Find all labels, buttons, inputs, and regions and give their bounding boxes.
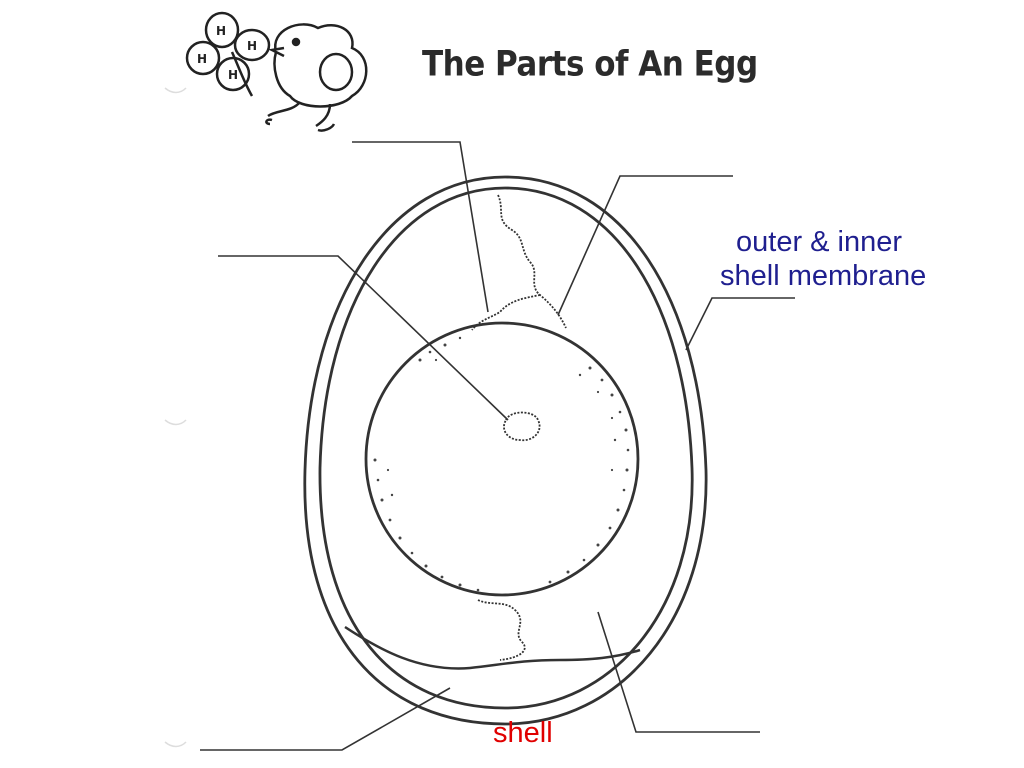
yolk xyxy=(364,321,640,597)
leader-line-chalaza xyxy=(352,141,489,313)
punch-marks xyxy=(164,87,187,748)
egg-outer-outline xyxy=(303,175,708,726)
egg-shell xyxy=(303,175,708,726)
leader-line-germinal-disc xyxy=(218,255,509,421)
membrane-label-line2: shell membrane xyxy=(720,260,927,292)
leader-lines xyxy=(200,141,795,751)
germinal-disc xyxy=(503,411,541,442)
chick-mascot-icon xyxy=(265,23,368,132)
shell-label: shell xyxy=(493,717,553,749)
clover-letter-1: H xyxy=(216,24,226,38)
page-title: The Parts of An Egg xyxy=(422,44,758,85)
clover-letter-4: H xyxy=(197,52,207,66)
egg-inner-outline xyxy=(318,186,694,710)
yolk-stipple xyxy=(373,336,630,592)
air-cell-membrane xyxy=(344,625,641,670)
clover-letter-3: H xyxy=(228,68,238,82)
leader-line-membrane xyxy=(685,297,795,351)
membrane-label-line1: outer & inner xyxy=(736,226,903,258)
leader-line-air-cell xyxy=(200,687,451,751)
four-h-clover-logo xyxy=(185,11,271,97)
clover-letter-2: H xyxy=(247,39,257,53)
membrane-label: outer & inner shell membrane xyxy=(720,225,926,293)
chalazae xyxy=(471,194,567,661)
leader-line-albumen xyxy=(597,611,760,733)
leader-line-upper-right xyxy=(557,175,733,316)
